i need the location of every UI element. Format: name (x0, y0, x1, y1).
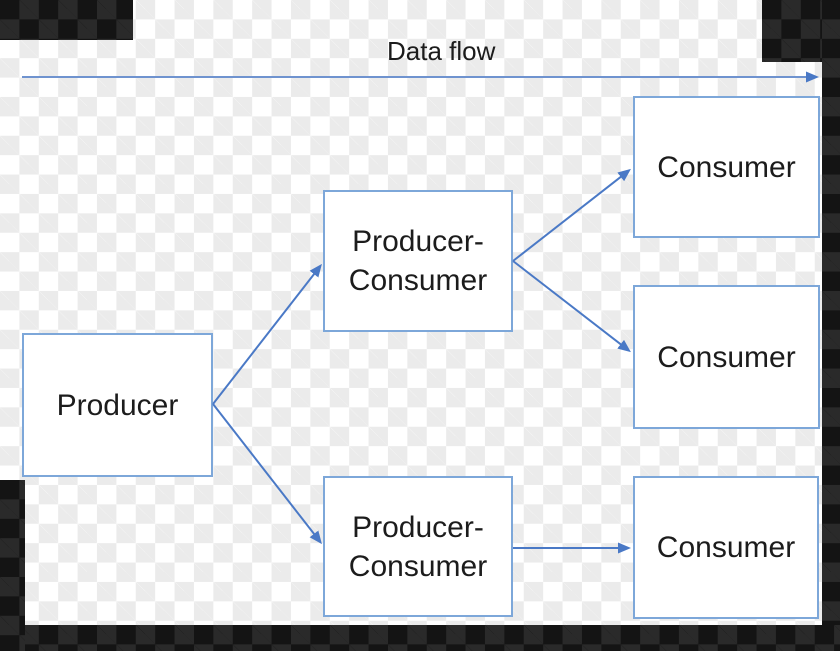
node-producer-consumer-top: Producer- Consumer (323, 190, 513, 332)
node-producer-consumer-top-label: Producer- Consumer (348, 225, 488, 297)
node-producer-label: Producer (56, 388, 179, 422)
node-consumer-middle-label: Consumer (657, 340, 796, 374)
node-producer: Producer (22, 333, 213, 477)
transparency-checker-bottom-edge (0, 625, 840, 651)
transparency-checker-right-edge (822, 0, 840, 625)
connector-pc-top-to-consumer-middle (512, 260, 631, 353)
transparency-checker-bottom-left (0, 480, 25, 651)
node-producer-consumer-bottom-label: Producer- Consumer (348, 510, 488, 583)
transparency-checker-top-left (0, 0, 133, 40)
connector-producer-to-pc-top (212, 263, 322, 405)
connector-producer-to-pc-bottom (212, 403, 322, 545)
node-consumer-top-label: Consumer (657, 150, 796, 184)
node-consumer-middle: Consumer (633, 285, 820, 429)
node-producer-consumer-bottom: Producer- Consumer (323, 476, 513, 617)
diagram-title: Data flow (387, 36, 496, 66)
node-consumer-bottom: Consumer (633, 476, 819, 619)
connector-pc-top-to-consumer-top (512, 168, 631, 262)
node-consumer-bottom-label: Consumer (656, 531, 796, 564)
node-consumer-top: Consumer (633, 96, 820, 238)
